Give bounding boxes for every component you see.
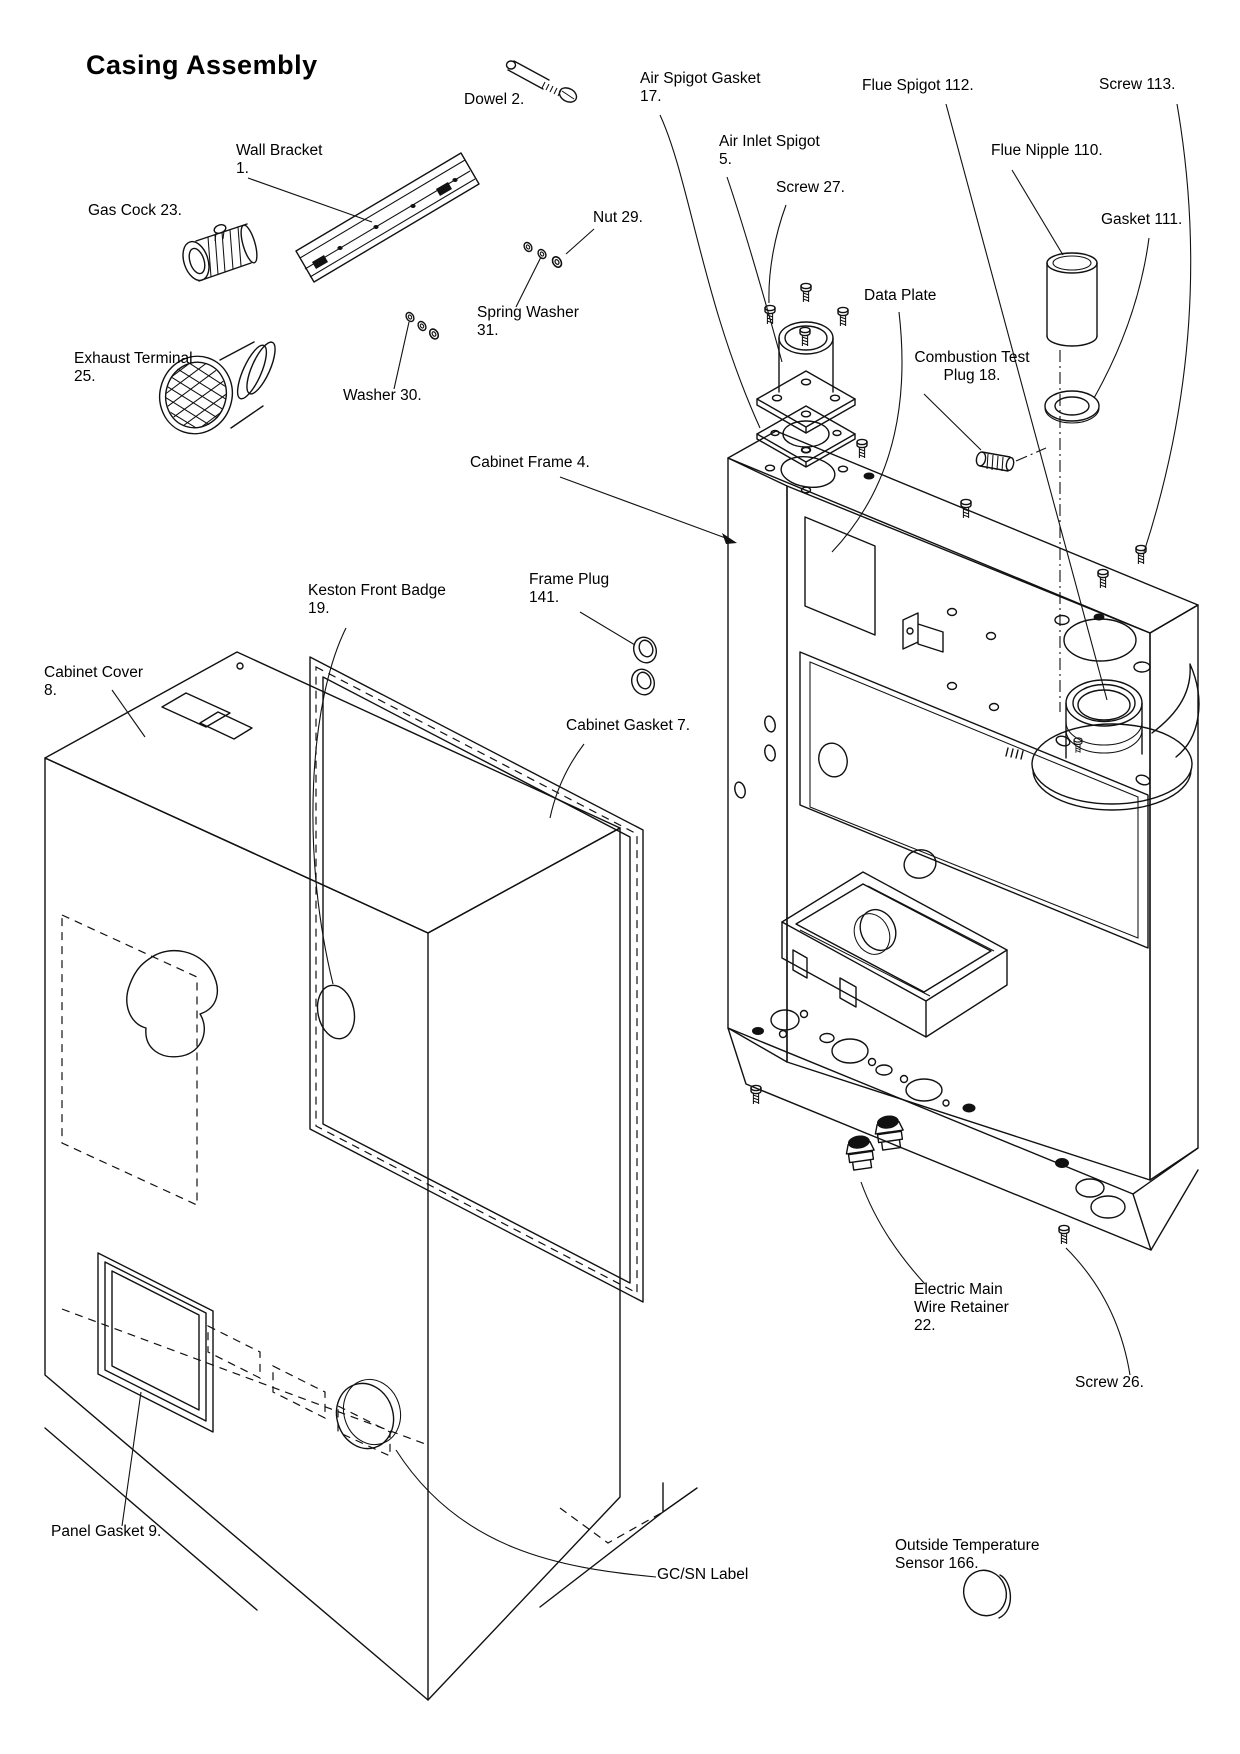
combustion-test-plug-drawing xyxy=(975,447,1047,472)
wire-retainer-drawing xyxy=(843,1112,907,1172)
label-exhaust-terminal: Exhaust Terminal 25. xyxy=(74,350,193,385)
label-flue-spigot: Flue Spigot 112. xyxy=(862,77,974,94)
label-screw-113: Screw 113. xyxy=(1099,76,1176,93)
label-flue-nipple: Flue Nipple 110. xyxy=(991,142,1103,159)
label-gasket-111: Gasket 111. xyxy=(1101,211,1183,228)
air-inlet-spigot-drawing xyxy=(756,321,856,434)
label-wall-bracket: Wall Bracket 1. xyxy=(236,142,323,177)
gas-cock-drawing xyxy=(182,223,258,282)
label-electric-main-wire-retainer: Electric Main Wire Retainer 22. xyxy=(914,1281,1009,1334)
leader-lines xyxy=(111,103,1192,1578)
label-data-plate: Data Plate xyxy=(864,287,937,304)
label-nut: Nut 29. xyxy=(593,209,643,226)
cabinet-gasket-drawing xyxy=(309,656,644,1303)
cabinet-frame-drawing xyxy=(727,430,1199,1251)
label-outside-temperature-sensor: Outside Temperature Sensor 166. xyxy=(895,1537,1040,1572)
gasket-111-drawing xyxy=(1044,390,1100,424)
label-cabinet-frame: Cabinet Frame 4. xyxy=(470,454,590,471)
page-title: Casing Assembly xyxy=(86,50,318,80)
flue-spigot-drawing xyxy=(1005,663,1200,811)
label-cabinet-cover: Cabinet Cover 8. xyxy=(44,664,144,699)
label-cabinet-gasket: Cabinet Gasket 7. xyxy=(566,717,691,734)
label-screw-26: Screw 26. xyxy=(1075,1374,1144,1391)
label-combustion-test-plug: Combustion Test Plug 18. xyxy=(914,349,1030,384)
dowel-drawing xyxy=(505,60,578,103)
wall-bracket-drawing xyxy=(295,152,480,283)
cabinet-cover-drawing xyxy=(44,651,698,1701)
label-keston-front-badge: Keston Front Badge 19. xyxy=(308,582,446,617)
label-screw-27: Screw 27. xyxy=(776,179,845,196)
label-air-inlet-spigot: Air Inlet Spigot 5. xyxy=(719,133,820,168)
outside-temp-sensor-drawing xyxy=(962,1569,1012,1619)
label-gcsn: GC/SN Label xyxy=(657,1566,749,1583)
label-dowel: Dowel 2. xyxy=(464,91,525,108)
exhaust-terminal-drawing xyxy=(159,341,276,435)
flue-nipple-drawing xyxy=(1046,252,1098,347)
label-spring-washer: Spring Washer 31. xyxy=(477,304,579,339)
label-washer: Washer 30. xyxy=(343,387,422,404)
label-frame-plug: Frame Plug 141. xyxy=(529,571,610,606)
spigot-screws xyxy=(764,282,849,327)
label-air-spigot-gasket: Air Spigot Gasket 17. xyxy=(640,70,761,105)
label-gas-cock: Gas Cock 23. xyxy=(88,202,182,219)
front-badge-oval xyxy=(316,984,356,1040)
label-panel-gasket: Panel Gasket 9. xyxy=(51,1523,162,1540)
